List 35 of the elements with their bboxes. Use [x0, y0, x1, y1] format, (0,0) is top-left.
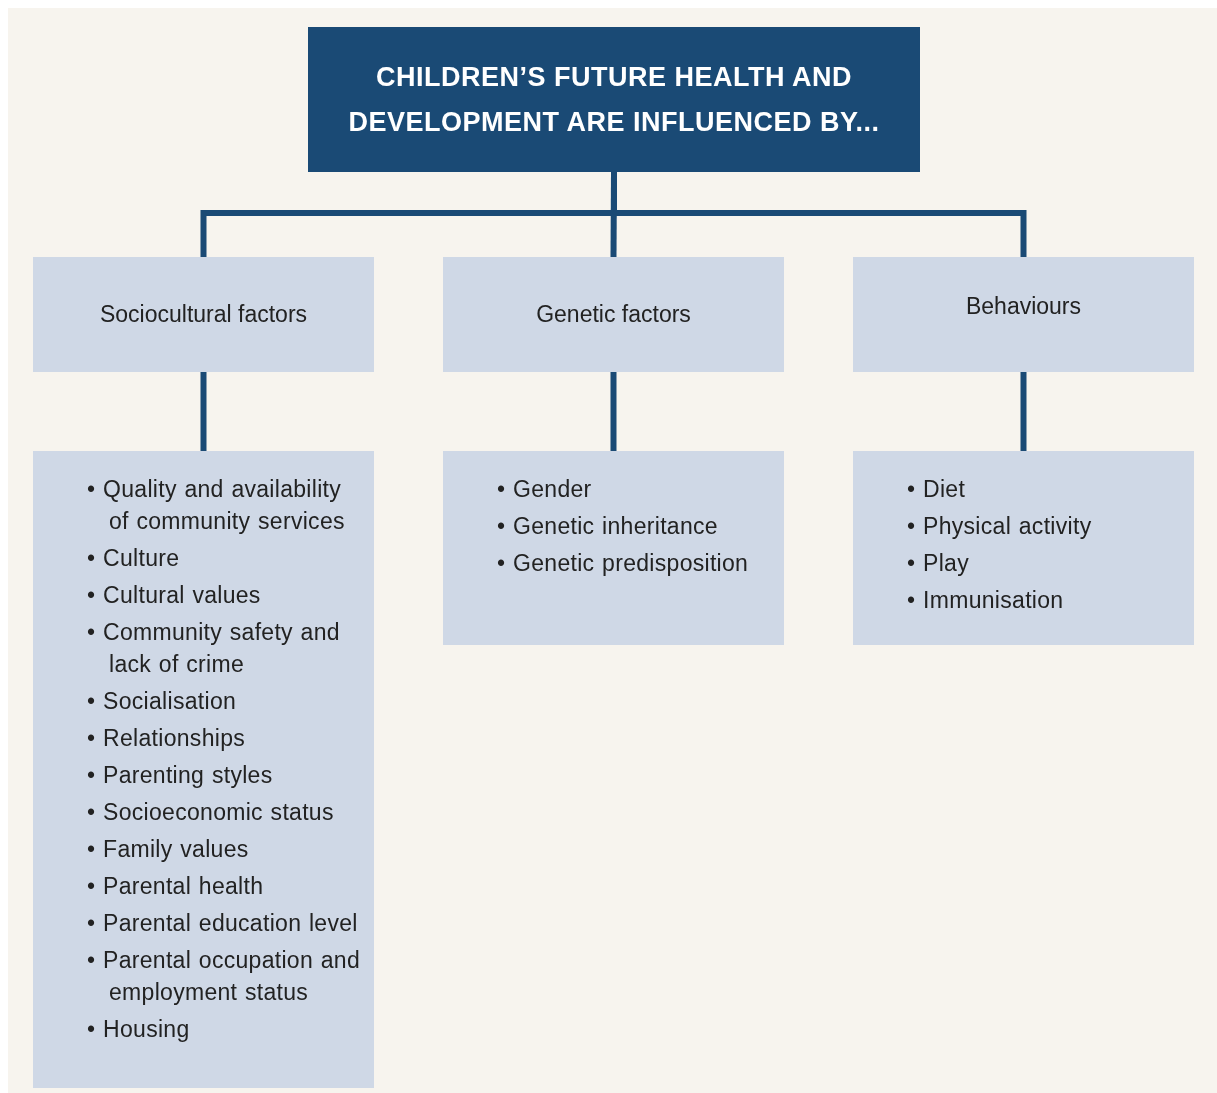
list-item: • Gender — [497, 475, 593, 504]
list-item: • Parental health — [87, 872, 265, 901]
list-item: • Community safety and lack of crime — [87, 618, 341, 679]
list-item: • Socioeconomic status — [87, 798, 335, 827]
list-item: • Parental education level — [87, 909, 359, 938]
category-box — [443, 257, 784, 372]
list-item: • Diet — [907, 475, 967, 504]
list-box — [853, 451, 1194, 645]
connector-line — [1020, 372, 1027, 451]
list-box — [33, 451, 374, 1088]
category-box — [853, 257, 1194, 372]
connector-line — [610, 372, 617, 451]
list-item: • Parenting styles — [87, 761, 274, 790]
list-item: • Housing — [87, 1015, 191, 1044]
list-item: • Genetic inheritance — [497, 512, 719, 541]
list-item: • Play — [907, 549, 970, 578]
title-box — [308, 27, 920, 172]
list-item: • Physical activity — [907, 512, 1093, 541]
list-item: • Socialisation — [87, 687, 238, 716]
list-box — [443, 451, 784, 645]
category-label: Genetic factors — [536, 301, 691, 328]
connector-line — [200, 372, 207, 451]
title-text: CHILDREN’S FUTURE HEALTH AND DEVELOPMENT ARE INFLUENCED BY... — [347, 60, 881, 139]
list-item: • Parental occupation and employment status — [87, 946, 361, 1007]
category-label: Behaviours — [965, 293, 1082, 320]
list-item: • Relationships — [87, 724, 247, 753]
list-item: • Quality and availability of community services — [87, 475, 346, 536]
connector-line — [611, 172, 1027, 257]
category-label: Sociocultural factors — [99, 301, 308, 328]
list-item: • Family values — [87, 835, 250, 864]
list-item: • Culture — [87, 544, 181, 573]
category-box — [33, 257, 374, 372]
list-item: • Cultural values — [87, 581, 262, 610]
list-item: • Immunisation — [907, 586, 1065, 615]
list-item: • Genetic predisposition — [497, 549, 750, 578]
